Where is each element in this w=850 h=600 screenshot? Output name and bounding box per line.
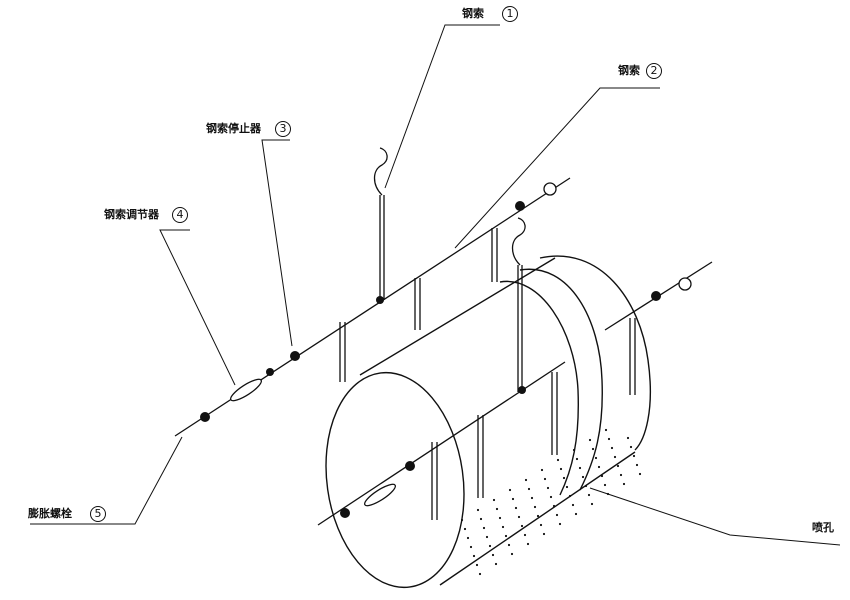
spray-hole-dot <box>536 514 540 518</box>
rear-cable <box>174 147 713 437</box>
spray-hole-dot <box>475 563 479 567</box>
duct-front-end <box>325 371 465 589</box>
spray-hole-dot <box>590 502 594 506</box>
spray-hole-dot <box>485 535 489 539</box>
spray-hole-dot <box>591 447 595 451</box>
spray-hole-dot <box>584 484 588 488</box>
callout-number-1: 1 <box>502 6 518 22</box>
spray-hole-dot <box>616 464 620 468</box>
spray-hole-dot <box>562 476 566 480</box>
spray-hole-dot <box>539 523 543 527</box>
spray-hole-dot <box>478 572 482 576</box>
spray-hole-dot <box>494 562 498 566</box>
label-steel-cable-2: 钢索 <box>618 64 640 77</box>
spray-hole-dot <box>587 493 591 497</box>
label-spray-hole: 喷孔 <box>812 521 834 534</box>
spray-hole-dot <box>530 496 534 500</box>
spray-hole-dot <box>514 506 518 510</box>
spray-hole-dot <box>540 468 544 472</box>
spray-hole-dot <box>488 544 492 548</box>
spray-hole-dot <box>607 437 611 441</box>
spray-hole-dot <box>574 512 578 516</box>
spray-hole-dot <box>482 526 486 530</box>
spray-hole-dot <box>479 517 483 521</box>
spray-hole-dot <box>619 473 623 477</box>
spray-hole-dot <box>504 534 508 538</box>
spray-hole-dot <box>491 553 495 557</box>
spray-hole-dot <box>622 482 626 486</box>
spray-hole-dot <box>476 508 480 512</box>
duct-band-ring <box>519 268 603 491</box>
spray-hole-dot <box>597 465 601 469</box>
spray-hole-dot <box>507 543 511 547</box>
label-steel-cable-1: 钢索 <box>462 7 484 20</box>
spray-hole-dot <box>558 522 562 526</box>
label-expansion-bolt: 膨胀螺栓 <box>28 507 72 520</box>
spray-hole-dot <box>556 458 560 462</box>
callout-number-5: 5 <box>90 506 106 522</box>
spray-hole-dot <box>629 445 633 449</box>
spray-hole-dot <box>638 472 642 476</box>
spray-hole-dot <box>552 504 556 508</box>
callout-number-2: 2 <box>646 63 662 79</box>
spray-hole-dot <box>524 478 528 482</box>
spray-hole-dot <box>542 532 546 536</box>
spray-hole-dot <box>511 497 515 501</box>
front-cable <box>317 217 566 526</box>
spray-hole-dot <box>472 554 476 558</box>
spray-hole-dot <box>581 475 585 479</box>
spray-hole-dot <box>495 507 499 511</box>
spray-hole-dot <box>543 477 547 481</box>
label-cable-adjuster: 钢索调节器 <box>104 208 159 221</box>
duct-cylinder <box>325 255 651 589</box>
spray-hole-dot <box>492 498 496 502</box>
spray-hole-dot <box>635 463 639 467</box>
spray-hole-dot <box>594 456 598 460</box>
spray-hole-dot <box>632 454 636 458</box>
spray-hole-dot <box>559 467 563 471</box>
callout-number-3: 3 <box>275 121 291 137</box>
spray-hole-dot <box>578 466 582 470</box>
spray-hole-dot <box>613 455 617 459</box>
spray-hole-dot <box>588 438 592 442</box>
spray-hole-dot <box>571 503 575 507</box>
spray-hole-dot <box>575 457 579 461</box>
spray-hole-dot <box>568 494 572 498</box>
spray-hole-dot <box>498 516 502 520</box>
callout-number-4: 4 <box>172 207 188 223</box>
leader-lines <box>30 24 841 546</box>
spray-hole-dot <box>526 542 530 546</box>
spray-hole-dot <box>600 474 604 478</box>
spray-hole-dot <box>533 505 537 509</box>
label-cable-stopper: 钢索停止器 <box>206 122 261 135</box>
spray-hole-dot <box>510 552 514 556</box>
cable-fittings <box>200 201 661 518</box>
spray-hole-dot <box>463 527 467 531</box>
spray-holes-pattern <box>460 428 642 576</box>
spray-hole-dot <box>572 448 576 452</box>
duct-bottom-edge <box>439 451 636 586</box>
spray-hole-dot <box>508 488 512 492</box>
duct-top-edge <box>359 257 556 376</box>
spray-hole-dot <box>546 486 550 490</box>
spray-hole-dot <box>520 524 524 528</box>
spray-hole-dot <box>549 495 553 499</box>
spray-hole-dot <box>603 483 607 487</box>
spray-hole-dot <box>610 446 614 450</box>
spray-hole-dot <box>469 545 473 549</box>
spray-hole-dot <box>460 518 464 522</box>
spray-hole-dot <box>527 487 531 491</box>
spray-hole-dot <box>565 485 569 489</box>
spray-hole-dot <box>555 513 559 517</box>
spray-hole-dot <box>517 515 521 519</box>
duct-back-end <box>539 255 651 451</box>
spray-hole-dot <box>466 536 470 540</box>
spray-hole-dot <box>604 428 608 432</box>
cable-adjusters <box>230 182 692 507</box>
spray-hole-dot <box>501 525 505 529</box>
spray-hole-dot <box>626 436 630 440</box>
spray-hole-dot <box>523 533 527 537</box>
